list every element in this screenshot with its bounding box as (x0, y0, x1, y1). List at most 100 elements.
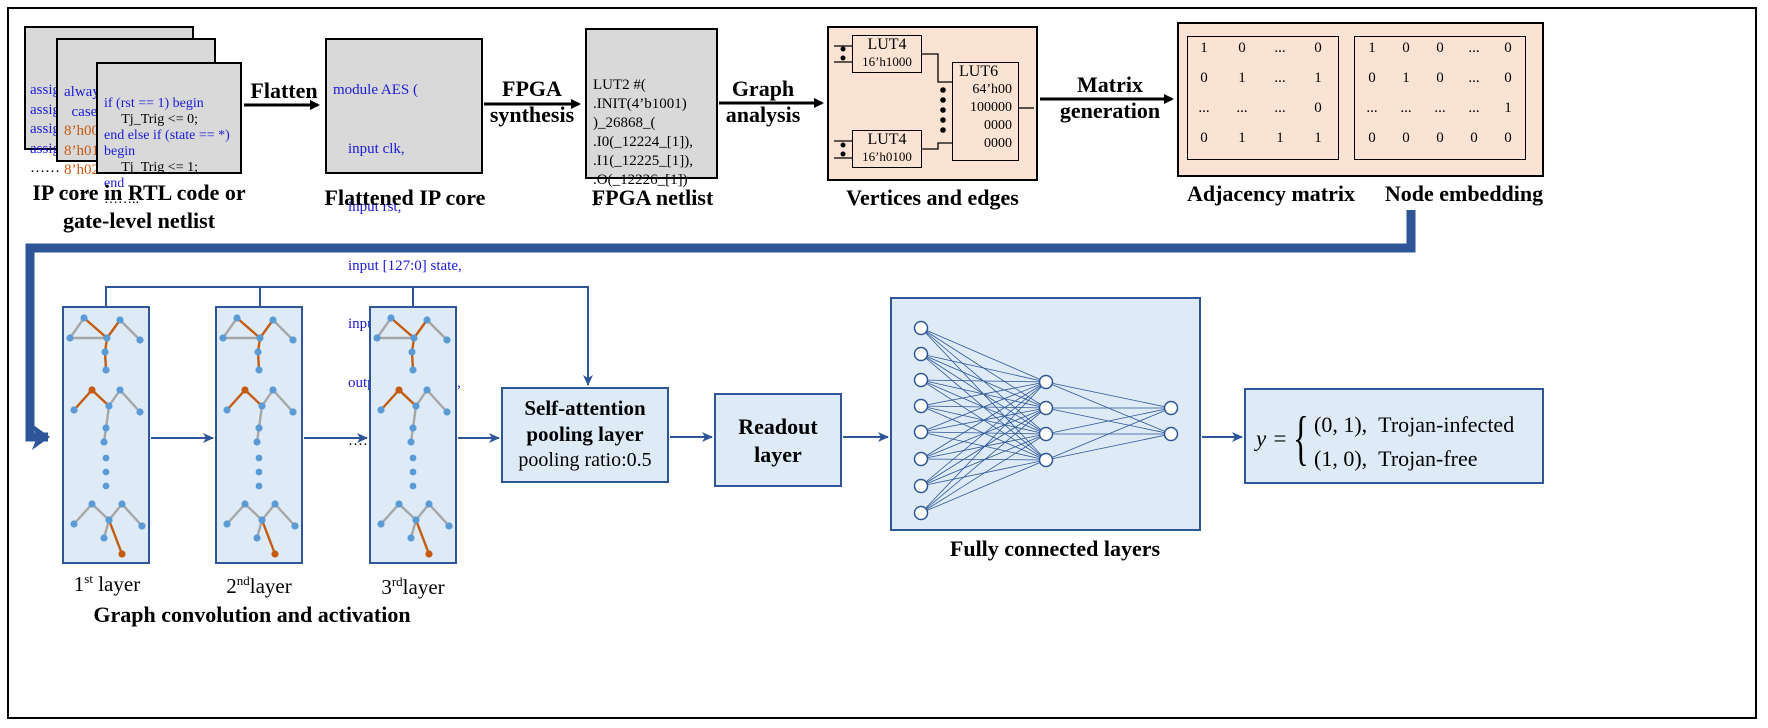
ellipsis-dot (409, 468, 417, 476)
graph-edge (376, 317, 392, 339)
graph-edge (69, 317, 85, 339)
graph-node (103, 334, 111, 342)
node-embedding-matrix (1354, 36, 1526, 160)
graph-edge (226, 503, 246, 525)
vertices-caption: Vertices and edges (846, 185, 1019, 210)
embedding-cell: 0 (1504, 40, 1512, 56)
lut-dots (840, 46, 946, 157)
flatten-label: Flatten (250, 78, 318, 103)
embedding-cell: 0 (1436, 70, 1444, 86)
graph-edge (83, 317, 108, 339)
embedding-cell: 0 (1470, 130, 1478, 146)
adjacency-cell: ... (1274, 40, 1286, 56)
graph-node (138, 522, 146, 530)
ellipsis-dot (255, 468, 263, 476)
graph-edge (91, 389, 110, 407)
fpga-netlist-box: LUT2 #(.INIT(4’b1001))_26868_(.I0(_12224… (585, 28, 718, 207)
graph-node (253, 438, 261, 446)
fc-edge (920, 459, 1047, 487)
adjacency-cell: ... (1198, 100, 1210, 116)
fc-neuron (913, 346, 929, 362)
graph-node (271, 550, 279, 558)
graph-node (70, 406, 78, 414)
gcn-graphs (66, 314, 453, 558)
figure-frame (7, 7, 1757, 719)
graph-node (269, 316, 277, 324)
graph-edge (121, 503, 143, 527)
fc-edge (920, 407, 1047, 433)
graph-edge (272, 319, 294, 341)
fc-edge (920, 353, 1047, 383)
graph-node (102, 366, 110, 374)
fc-neuron (913, 398, 929, 414)
graph-node (373, 334, 381, 342)
graph-node (443, 336, 451, 344)
embedding-cell: 0 (1436, 40, 1444, 56)
fc-edge (920, 433, 1047, 460)
graph-node (116, 386, 124, 394)
graph-node (410, 334, 418, 342)
graph-node (395, 386, 403, 394)
graph-edge (272, 389, 294, 413)
top-row-arrows (244, 94, 1174, 110)
fc-neuron (913, 478, 929, 494)
embedding-cell: 0 (1504, 130, 1512, 146)
graph-edge (390, 317, 415, 339)
embedding-cell: 0 (1368, 70, 1376, 86)
embedding-cell: ... (1468, 100, 1480, 116)
gcn-caption: Graph convolution and activation (93, 602, 411, 627)
output-lhs: y = (1256, 426, 1288, 451)
graph-edge (73, 389, 93, 411)
graph-edge (426, 319, 448, 341)
netlist-caption: FPGA netlist (591, 185, 714, 210)
adjacency-cell: 0 (1200, 70, 1208, 86)
graph-node (425, 500, 433, 508)
graph-node (443, 408, 451, 416)
embedding-caption: Node embedding (1384, 181, 1544, 206)
graph-edge (428, 503, 450, 527)
adjacency-cell: ... (1236, 100, 1248, 116)
adjacency-cell: 1 (1200, 40, 1208, 56)
fc-neuron (913, 505, 929, 521)
graph-edge (226, 389, 246, 411)
adjacency-cell: 0 (1238, 40, 1246, 56)
graph-node (407, 534, 415, 542)
layer-1-label: 1st layer (73, 571, 141, 596)
graph-node (100, 534, 108, 542)
adjacency-cell: ... (1274, 100, 1286, 116)
fc-neuron (913, 424, 929, 440)
graph-edge (411, 405, 418, 429)
graph-edge (119, 319, 141, 341)
graph-edge (257, 405, 264, 429)
graph-node (445, 522, 453, 530)
lut4-top: LUT4 16’h1000 (852, 35, 922, 73)
adjacency-cell: 1 (1238, 70, 1246, 86)
graph-node (241, 500, 249, 508)
graph-node (412, 516, 420, 524)
output-case-infected: (0, 1), Trojan-infected (1314, 412, 1515, 437)
layer-2-label: 2ndlayer (226, 573, 292, 598)
embedding-cell: ... (1468, 70, 1480, 86)
fc-neuron (1038, 426, 1054, 442)
embedding-cell: 0 (1402, 40, 1410, 56)
graph-node (70, 520, 78, 528)
graph-edge (244, 389, 263, 407)
fc-neuron (913, 451, 929, 467)
adjacency-cell: 1 (1314, 130, 1322, 146)
graph-node (253, 534, 261, 542)
fc-edge (920, 327, 1047, 383)
fc-edge (920, 381, 1047, 460)
fc-neuron (1038, 452, 1054, 468)
layer-3-label: 3rdlayer (381, 574, 445, 599)
graph-node (425, 550, 433, 558)
fc-edge (920, 407, 1047, 514)
ellipsis-dot (409, 482, 417, 490)
bottom-row-arrows (105, 286, 1243, 443)
graph-edge (398, 389, 417, 407)
graph-node (88, 386, 96, 394)
graph-edge (398, 503, 417, 521)
